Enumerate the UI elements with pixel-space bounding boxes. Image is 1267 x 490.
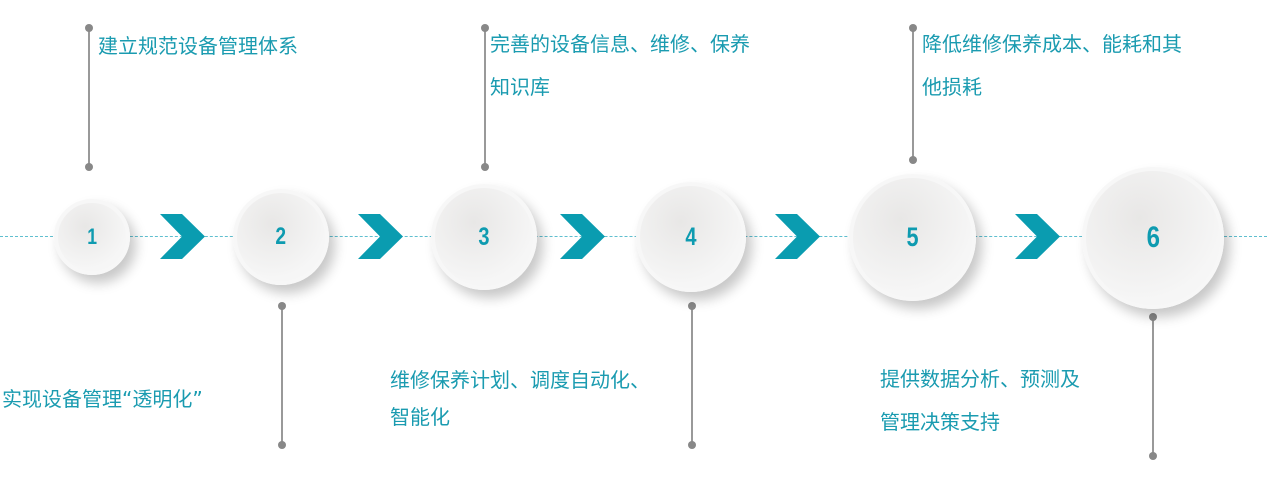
step-circle-6: 6 (1082, 167, 1224, 309)
callout-dot (278, 441, 286, 449)
callout-dot (85, 163, 93, 171)
label-line: 完善的设备信息、维修、保养 (490, 32, 750, 56)
callout-dot (278, 302, 286, 310)
label-line: 实现设备管理“透明化” (2, 387, 203, 411)
callout-dot (909, 156, 917, 164)
step-label-5: 降低维修保养成本、能耗和其他损耗 (922, 23, 1182, 109)
step-label-6: 提供数据分析、预测及管理决策支持 (880, 358, 1080, 444)
step-circle-3: 3 (431, 184, 537, 290)
step-circle-2: 2 (233, 189, 329, 285)
step-number: 2 (275, 223, 287, 250)
callout-line-5 (912, 28, 914, 160)
step-circle-5: 5 (849, 174, 976, 301)
label-line: 维修保养计划、调度自动化、 (390, 368, 650, 392)
step-number: 1 (87, 224, 97, 249)
label-line: 降低维修保养成本、能耗和其 (922, 32, 1182, 56)
label-line: 智能化 (390, 405, 450, 429)
label-line: 知识库 (490, 75, 550, 99)
chevron-right-icon (160, 214, 205, 259)
label-line: 建立规范设备管理体系 (98, 34, 298, 58)
label-line: 管理决策支持 (880, 410, 1000, 434)
step-number: 4 (685, 222, 697, 251)
callout-line-2 (281, 306, 283, 445)
callout-line-3 (484, 28, 486, 167)
callout-dot (909, 24, 917, 32)
step-label-4: 维修保养计划、调度自动化、智能化 (390, 362, 650, 436)
callout-dot (85, 24, 93, 32)
label-line: 他损耗 (922, 75, 982, 99)
callout-line-6 (1152, 317, 1154, 456)
callout-line-4 (691, 306, 693, 445)
callout-dot (481, 163, 489, 171)
step-number: 5 (906, 222, 919, 252)
chevron-right-icon (775, 214, 820, 259)
callout-dot (1149, 452, 1157, 460)
step-number: 6 (1146, 221, 1160, 254)
callout-dot (688, 302, 696, 310)
callout-dot (481, 24, 489, 32)
chevron-right-icon (560, 214, 605, 259)
timeline-dashed-line (0, 236, 1267, 237)
callout-dot (688, 441, 696, 449)
step-label-3: 完善的设备信息、维修、保养知识库 (490, 23, 750, 109)
step-circle-4: 4 (636, 182, 746, 292)
step-number: 3 (478, 222, 490, 251)
step-label-2: 实现设备管理“透明化” (2, 378, 203, 421)
callout-dot (1149, 313, 1157, 321)
step-circle-1: 1 (54, 199, 130, 275)
step-label-1: 建立规范设备管理体系 (98, 25, 298, 68)
label-line: 提供数据分析、预测及 (880, 367, 1080, 391)
chevron-right-icon (1015, 214, 1060, 259)
chevron-right-icon (358, 214, 403, 259)
callout-line-1 (88, 28, 90, 167)
